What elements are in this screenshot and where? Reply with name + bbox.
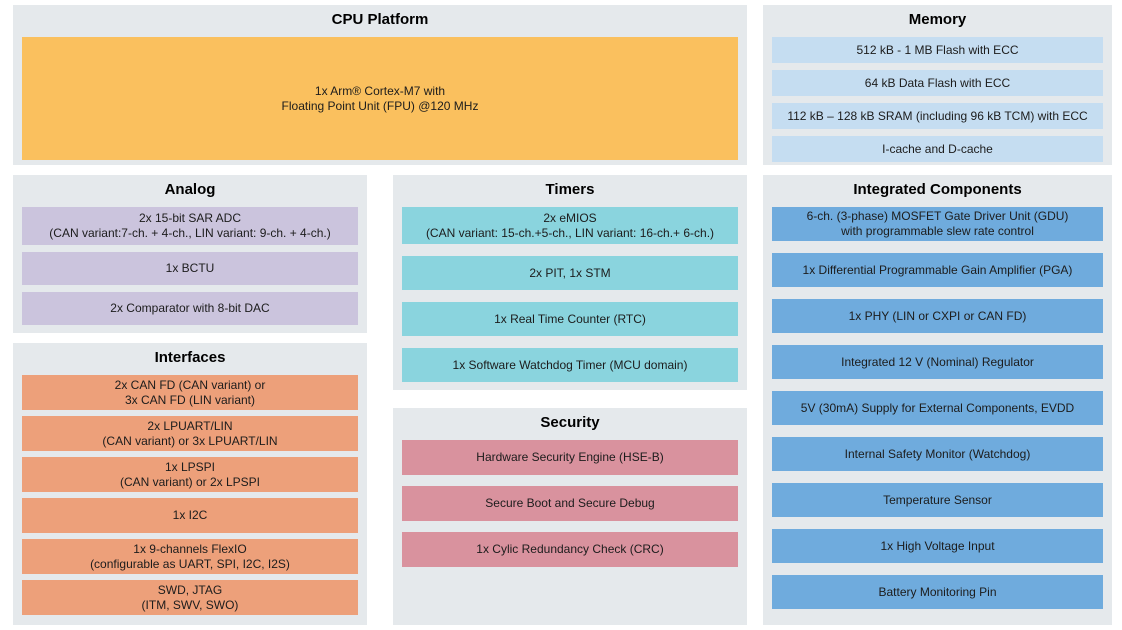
block-temperature-sensor: Temperature Sensor — [772, 483, 1103, 517]
block-comparator-dac: 2x Comparator with 8-bit DAC — [22, 292, 358, 325]
block-safety-monitor: Internal Safety Monitor (Watchdog) — [772, 437, 1103, 471]
interfaces-rows: 2x CAN FD (CAN variant) or 3x CAN FD (LI… — [13, 375, 367, 615]
block-sram: 112 kB – 128 kB SRAM (including 96 kB TC… — [772, 103, 1103, 129]
panel-integrated-components: Integrated Components 6-ch. (3-phase) MO… — [763, 175, 1112, 625]
block-rtc: 1x Real Time Counter (RTC) — [402, 302, 738, 336]
block-high-voltage-input: 1x High Voltage Input — [772, 529, 1103, 563]
block-flexio: 1x 9-channels FlexIO (configurable as UA… — [22, 539, 358, 574]
block-pit-stm: 2x PIT, 1x STM — [402, 256, 738, 290]
block-software-watchdog: 1x Software Watchdog Timer (MCU domain) — [402, 348, 738, 382]
panel-title-interfaces: Interfaces — [154, 349, 226, 366]
block-swd-jtag: SWD, JTAG (ITM, SWV, SWO) — [22, 580, 358, 615]
block-data-flash: 64 kB Data Flash with ECC — [772, 70, 1103, 96]
block-12v-regulator: Integrated 12 V (Nominal) Regulator — [772, 345, 1103, 379]
block-i2c: 1x I2C — [22, 498, 358, 533]
panel-title-timers: Timers — [545, 181, 595, 198]
block-secure-boot: Secure Boot and Secure Debug — [402, 486, 738, 521]
block-phy: 1x PHY (LIN or CXPI or CAN FD) — [772, 299, 1103, 333]
block-emios: 2x eMIOS (CAN variant: 15-ch.+5-ch., LIN… — [402, 207, 738, 244]
panel-security: Security Hardware Security Engine (HSE-B… — [393, 408, 747, 625]
block-lpspi: 1x LPSPI (CAN variant) or 2x LPSPI — [22, 457, 358, 492]
memory-rows: 512 kB - 1 MB Flash with ECC 64 kB Data … — [763, 37, 1112, 162]
block-lpuart-lin: 2x LPUART/LIN (CAN variant) or 3x LPUART… — [22, 416, 358, 451]
block-program-flash: 512 kB - 1 MB Flash with ECC — [772, 37, 1103, 63]
panel-title-integrated-components: Integrated Components — [853, 181, 1022, 198]
panel-timers: Timers 2x eMIOS (CAN variant: 15-ch.+5-c… — [393, 175, 747, 390]
block-cache: I-cache and D-cache — [772, 136, 1103, 162]
block-5v-supply: 5V (30mA) Supply for External Components… — [772, 391, 1103, 425]
analog-rows: 2x 15-bit SAR ADC (CAN variant:7-ch. + 4… — [13, 207, 367, 325]
panel-title-cpu-platform: CPU Platform — [331, 11, 429, 28]
block-cortex-m7: 1x Arm® Cortex-M7 with Floating Point Un… — [22, 37, 738, 160]
panel-title-memory: Memory — [908, 11, 967, 28]
block-pga: 1x Differential Programmable Gain Amplif… — [772, 253, 1103, 287]
panel-interfaces: Interfaces 2x CAN FD (CAN variant) or 3x… — [13, 343, 367, 625]
panel-title-security: Security — [540, 414, 600, 431]
timers-rows: 2x eMIOS (CAN variant: 15-ch.+5-ch., LIN… — [393, 207, 747, 382]
panel-cpu-platform: CPU Platform 1x Arm® Cortex-M7 with Floa… — [13, 5, 747, 165]
block-battery-monitoring-pin: Battery Monitoring Pin — [772, 575, 1103, 609]
block-can-fd: 2x CAN FD (CAN variant) or 3x CAN FD (LI… — [22, 375, 358, 410]
integrated-rows: 6-ch. (3-phase) MOSFET Gate Driver Unit … — [763, 207, 1112, 609]
block-hse: Hardware Security Engine (HSE-B) — [402, 440, 738, 475]
block-sar-adc: 2x 15-bit SAR ADC (CAN variant:7-ch. + 4… — [22, 207, 358, 245]
panel-analog: Analog 2x 15-bit SAR ADC (CAN variant:7-… — [13, 175, 367, 333]
block-bctu: 1x BCTU — [22, 252, 358, 285]
panel-memory: Memory 512 kB - 1 MB Flash with ECC 64 k… — [763, 5, 1112, 165]
block-crc: 1x Cylic Redundancy Check (CRC) — [402, 532, 738, 567]
security-rows: Hardware Security Engine (HSE-B) Secure … — [393, 440, 747, 567]
cpu-rows: 1x Arm® Cortex-M7 with Floating Point Un… — [13, 37, 747, 160]
panel-title-analog: Analog — [164, 181, 216, 198]
block-gdu: 6-ch. (3-phase) MOSFET Gate Driver Unit … — [772, 207, 1103, 241]
